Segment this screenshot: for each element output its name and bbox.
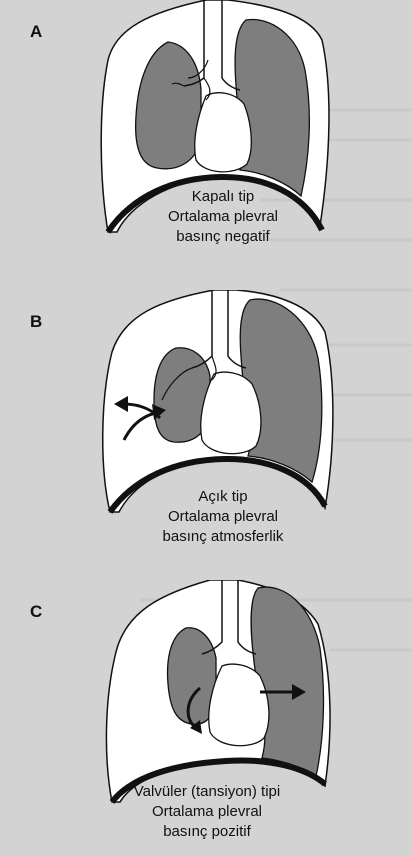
caption-line-2: Ortalama plevral: [167, 208, 279, 225]
panel-label: B: [30, 312, 43, 331]
caption-line-1: Kapalı tip: [191, 188, 255, 205]
caption-line-3: basınç negatif: [176, 228, 270, 245]
panel-label: C: [30, 602, 43, 621]
caption-line-3: basınç atmosferlik: [162, 528, 284, 545]
panel-a: A Kapalı tip Ortalama plevral basınç neg…: [0, 0, 412, 290]
panel-c: C Valvüler (tansiyon) tipi Ortalama plev…: [0, 580, 412, 856]
caption-b: Açık tip Ortalama plevral basınç atmosfe…: [143, 487, 303, 547]
caption-a: Kapalı tip Ortalama plevral basınç negat…: [148, 187, 298, 247]
caption-line-1: Açık tip: [198, 488, 248, 505]
caption-line-2: Ortalama plevral: [167, 508, 279, 525]
panel-label: A: [30, 22, 43, 41]
caption-line-3: basınç pozitif: [163, 823, 251, 840]
caption-line-2: Ortalama plevral: [151, 803, 263, 820]
caption-c: Valvüler (tansiyon) tipi Ortalama plevra…: [112, 782, 302, 842]
panel-b: B Açık tip Ortalama plevral basınç atmos…: [0, 290, 412, 580]
caption-line-1: Valvüler (tansiyon) tipi: [133, 783, 281, 800]
thorax-diagram-tension: [105, 580, 331, 804]
thorax-diagram-open: [101, 290, 334, 514]
thorax-diagram-closed: [100, 0, 330, 234]
